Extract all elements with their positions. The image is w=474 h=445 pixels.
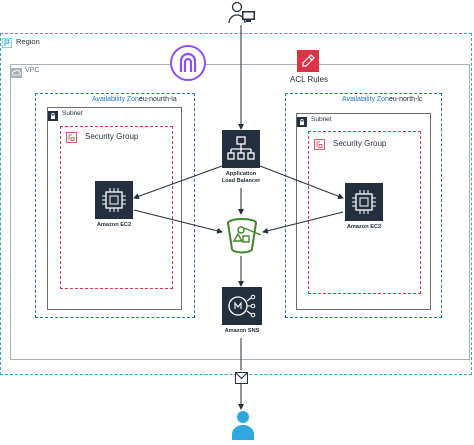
ec2-icon	[345, 183, 383, 221]
availability-zone-left	[35, 93, 195, 318]
load-balancer-icon	[222, 130, 260, 168]
security-group-left-label: Security Group	[85, 132, 139, 141]
acl-icon	[297, 50, 319, 72]
alb-label-line-1: Application	[225, 171, 257, 177]
security-group-icon	[66, 130, 77, 143]
alb-label: Application Load Balancer	[211, 171, 271, 185]
vpc-container	[10, 64, 470, 360]
arrow-ec2-right-to-s3	[262, 211, 344, 234]
user-computer-icon	[228, 1, 256, 25]
s3-bucket-icon	[221, 215, 263, 257]
vpc-cloud-icon	[11, 65, 22, 78]
security-group-right	[308, 131, 421, 294]
ec2-icon	[95, 181, 133, 219]
security-group-left	[60, 126, 173, 289]
sns-icon	[222, 287, 262, 325]
sns-label: Amazon SNS	[224, 328, 260, 334]
security-group-right-label: Security Group	[333, 139, 387, 148]
ec2-right-label: Amazon EC2	[346, 224, 382, 230]
subnet-right-label: Subnet	[311, 116, 332, 123]
subnet-lock-icon	[48, 108, 58, 121]
availability-zone-right	[285, 93, 442, 318]
arrow-alb-to-ec2-right	[259, 165, 344, 200]
alb-label-line-2: Load Balancer	[221, 178, 261, 184]
arrow-alb-to-ec2-left	[133, 165, 223, 200]
subnet-lock-icon	[297, 114, 307, 127]
az-left-label: Availability Zone	[92, 96, 143, 103]
az-right-label: Availability Zone	[342, 96, 393, 103]
region-label: Region	[16, 37, 40, 46]
ec2-left-label: Amazon EC2	[96, 222, 132, 228]
acl-label: ACL Rules	[290, 75, 328, 84]
arrow-ec2-left-to-s3	[133, 209, 223, 234]
vpc-endpoint-icon	[169, 44, 207, 82]
vpc-label: VPC	[25, 67, 40, 74]
subnet-left-label: Subnet	[62, 110, 83, 117]
security-group-icon	[314, 137, 325, 150]
email-icon	[235, 371, 248, 384]
az-left-value: eu-nourth-la	[139, 96, 177, 103]
az-right-value: eu-north-lc	[389, 96, 423, 103]
user-icon	[231, 410, 255, 440]
